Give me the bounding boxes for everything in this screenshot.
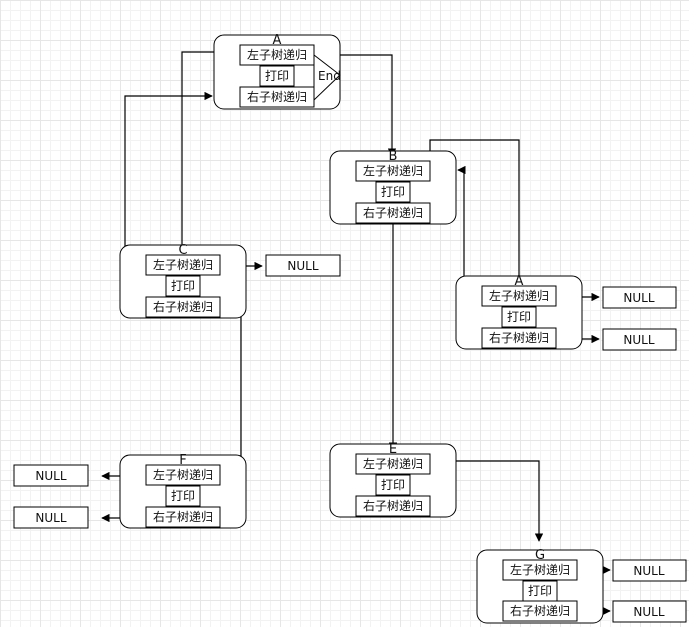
node-g: G 左子树递归 打印 右子树递归 xyxy=(476,548,604,624)
null-box-g-right: NULL xyxy=(612,600,687,623)
node-title: C xyxy=(178,243,187,258)
node-title: E xyxy=(389,442,397,457)
null-label: NULL xyxy=(35,469,66,483)
node-title: F xyxy=(179,453,186,468)
node-e: E 左子树递归 打印 右子树递归 xyxy=(329,442,457,518)
node-title: B xyxy=(389,149,398,164)
node-title: A xyxy=(515,274,524,289)
left-recursion-label: 左子树递归 xyxy=(247,47,307,62)
null-box-f-left: NULL xyxy=(13,464,89,487)
null-label: NULL xyxy=(633,605,664,619)
right-recursion-label: 右子树递归 xyxy=(153,509,213,524)
null-label: NULL xyxy=(287,259,318,273)
node-title: A xyxy=(273,33,282,48)
null-label: NULL xyxy=(623,333,654,347)
node-c: C 左子树递归 打印 右子树递归 xyxy=(119,243,247,319)
null-label: NULL xyxy=(35,511,66,525)
print-label: 打印 xyxy=(171,489,195,503)
null-box-a2-right: NULL xyxy=(602,328,677,351)
end-shape xyxy=(313,53,341,102)
left-recursion-label: 左子树递归 xyxy=(510,562,570,577)
edge-e-to-g xyxy=(430,460,544,542)
null-box-c-left: NULL xyxy=(265,254,341,277)
node-f: F 左子树递归 打印 右子树递归 xyxy=(119,453,247,529)
null-box-g-left: NULL xyxy=(612,559,687,582)
null-box-a2-left: NULL xyxy=(602,286,677,309)
node-b: B 左子树递归 打印 右子树递归 xyxy=(329,149,457,225)
print-label: 打印 xyxy=(171,279,195,293)
left-recursion-label: 左子树递归 xyxy=(489,288,549,303)
print-label: 打印 xyxy=(507,310,531,324)
null-box-f-right: NULL xyxy=(13,506,89,529)
end-label: End xyxy=(318,69,341,83)
left-recursion-label: 左子树递归 xyxy=(363,456,423,471)
null-label: NULL xyxy=(623,291,654,305)
print-label: 打印 xyxy=(528,584,552,598)
right-recursion-label: 右子树递归 xyxy=(510,603,570,618)
print-label: 打印 xyxy=(381,185,405,199)
right-recursion-label: 右子树递归 xyxy=(363,205,423,220)
left-recursion-label: 左子树递归 xyxy=(153,257,213,272)
right-recursion-label: 右子树递归 xyxy=(489,330,549,345)
print-label: 打印 xyxy=(265,69,289,83)
left-recursion-label: 左子树递归 xyxy=(153,467,213,482)
node-a-root: A 左子树递归 打印 右子树递归 End xyxy=(213,33,341,110)
right-recursion-label: 右子树递归 xyxy=(247,89,307,104)
node-a-leaf: A 左子树递归 打印 右子树递归 xyxy=(455,274,583,350)
right-recursion-label: 右子树递归 xyxy=(153,299,213,314)
right-recursion-label: 右子树递归 xyxy=(363,498,423,513)
print-label: 打印 xyxy=(381,478,405,492)
left-recursion-label: 左子树递归 xyxy=(363,163,423,178)
node-title: G xyxy=(535,548,545,563)
null-label: NULL xyxy=(633,564,664,578)
